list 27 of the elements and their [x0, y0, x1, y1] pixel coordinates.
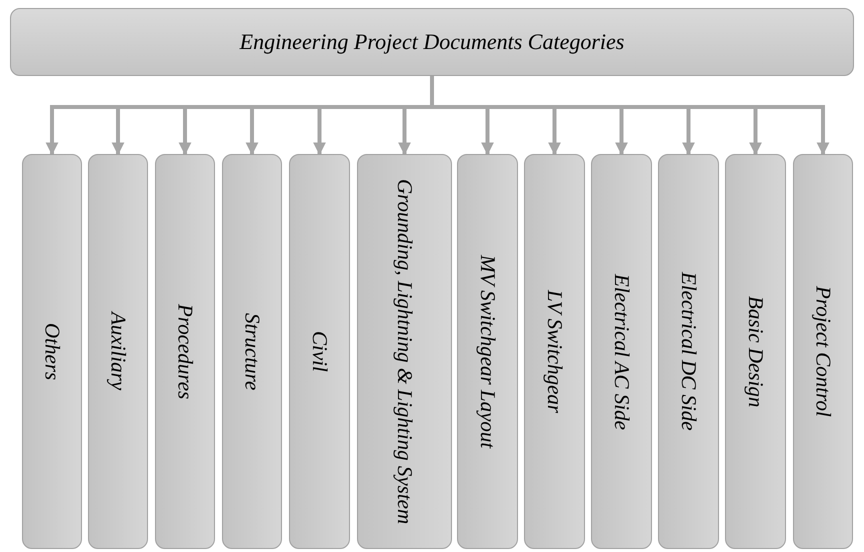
category-label: Civil	[308, 331, 332, 372]
title-box	[10, 8, 854, 76]
category-label: Structure	[240, 312, 264, 390]
category-box	[658, 154, 719, 549]
category-label: LV Switchgear	[542, 290, 566, 414]
category-box	[524, 154, 585, 549]
category-label: Basic Design	[744, 296, 768, 408]
arrow	[430, 76, 830, 156]
category-box	[289, 154, 350, 549]
category-box	[357, 154, 452, 549]
category-box	[22, 154, 82, 549]
category-label: Electrical DC Side	[676, 272, 700, 431]
category-box	[457, 154, 518, 549]
category-box	[222, 154, 282, 549]
category-label: Project Control	[811, 286, 835, 417]
category-label: Auxiliary	[106, 312, 130, 391]
title-text: Engineering Project Documents Categories	[240, 30, 624, 54]
category-label: Others	[40, 322, 64, 380]
category-box	[725, 154, 786, 549]
category-label: Electrical AC Side	[610, 274, 634, 430]
category-label: Procedures	[173, 304, 197, 400]
category-label: Grounding, Lightning & Lighting System	[392, 178, 416, 524]
category-box	[155, 154, 215, 549]
category-box	[591, 154, 652, 549]
category-box	[793, 154, 853, 549]
category-box	[88, 154, 148, 549]
category-label: MV Switchgear Layout	[476, 254, 500, 448]
